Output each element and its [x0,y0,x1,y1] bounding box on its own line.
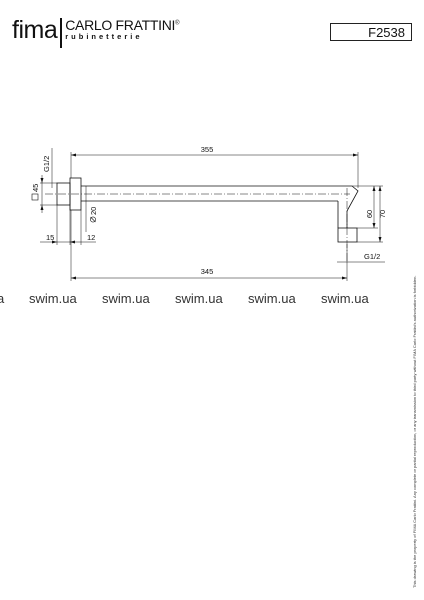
dim-label-70: 70 [378,210,387,218]
maker-name: CARLO FRATTINI [65,17,176,33]
dim-label-345: 345 [201,267,214,276]
dim-label-15: 15 [46,233,54,242]
square-symbol-icon [31,193,39,201]
outlet-nozzle [337,227,358,243]
dim-label-355: 355 [201,145,214,154]
watermark-text: swim.ua [321,291,369,306]
dim-label-g12-outlet: G1/2 [364,252,380,261]
brand-name: fima [12,16,58,44]
copyright-disclaimer: This drawing is the property of FIMA Car… [412,275,417,588]
brand-logo: fima CARLO FRATTINI® rubinetterie [12,16,180,48]
dim-label-45: 45 [31,184,40,192]
watermark-text: swim.ua [29,291,77,306]
product-code: F2538 [368,25,405,40]
maker-block: CARLO FRATTINI® rubinetterie [65,18,179,41]
dim-label-12: 12 [87,233,95,242]
product-code-box: F2538 [330,23,412,41]
watermark-text: swim.ua [248,291,296,306]
brand-tagline: rubinetterie [65,32,143,41]
watermark-text: swim.ua [102,291,150,306]
watermark-row: a swim.ua swim.ua swim.ua swim.ua swim.u… [0,291,424,307]
watermark-text: swim.ua [175,291,223,306]
logo-divider [60,18,63,48]
dim-label-g12-flange: G1/2 [42,156,51,172]
diameter-symbol-icon [90,216,96,223]
registered-mark: ® [175,20,180,27]
elbow-outer [346,185,359,228]
dim-label-d20: 20 [89,207,98,215]
watermark-fragment: a [0,291,5,306]
dim-label-60: 60 [365,210,374,218]
